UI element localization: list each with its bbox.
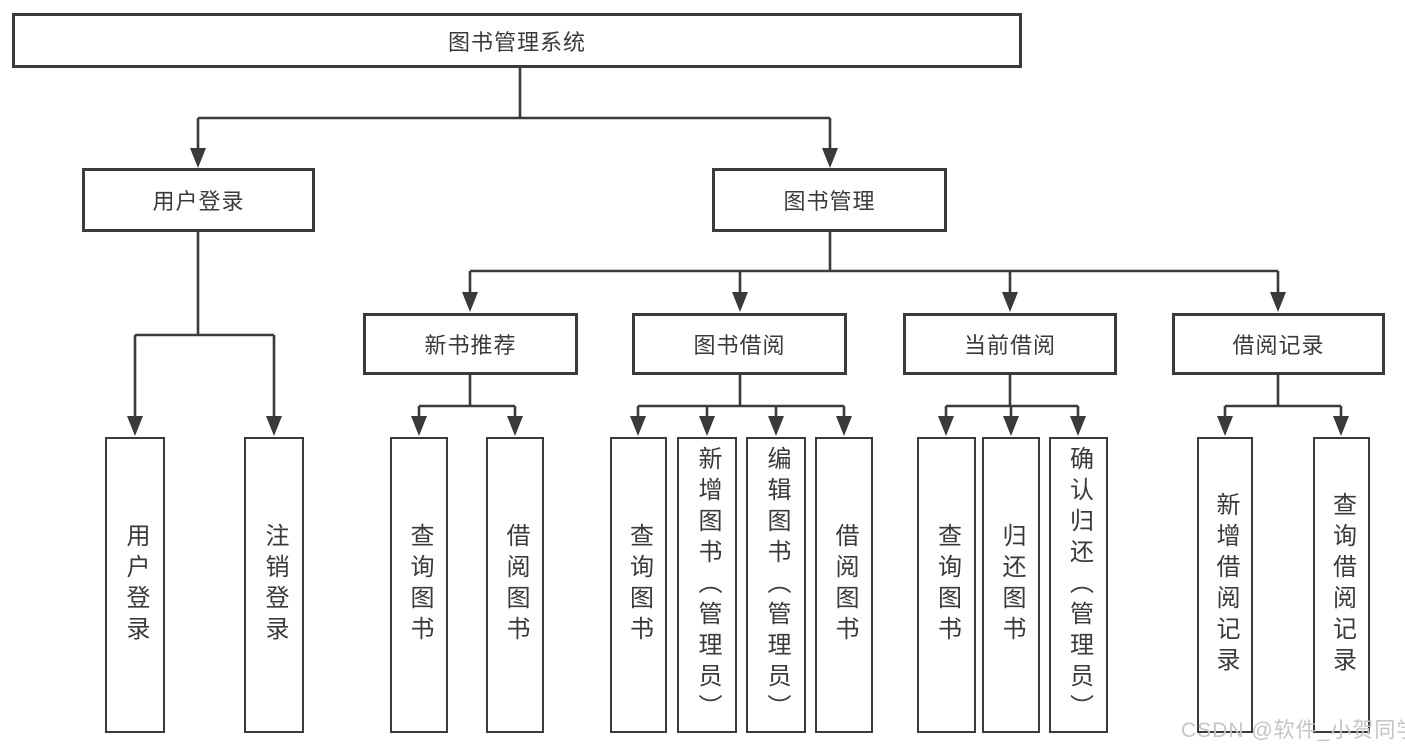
arrowhead: [1003, 416, 1019, 436]
node-label: 用户登录: [122, 523, 149, 647]
node-br-query-record: 查询借阅记录: [1313, 437, 1370, 733]
node-label: 查询图书: [933, 523, 961, 647]
arrowhead: [127, 416, 143, 436]
node-label: 查询借阅记录: [1328, 492, 1356, 678]
node-label: 借阅图书: [831, 523, 858, 647]
node-bb-edit-books-admin: 编辑图书（管理员）: [746, 437, 806, 733]
arrowhead: [1333, 416, 1349, 436]
node-logout-leaf: 注销登录: [244, 437, 304, 733]
node-bb-query-books: 查询图书: [610, 437, 667, 733]
node-label: 图书管理: [783, 189, 876, 214]
node-nb-query-books: 查询图书: [390, 437, 448, 733]
arrowhead: [1270, 292, 1286, 312]
node-label: 借阅记录: [1232, 333, 1325, 358]
node-label: 新增借阅记录: [1212, 492, 1239, 678]
node-br-add-record: 新增借阅记录: [1197, 437, 1253, 733]
arrowhead: [266, 416, 282, 436]
arrowhead: [1217, 416, 1233, 436]
arrowhead: [630, 416, 646, 436]
node-label: 查询图书: [625, 523, 653, 647]
arrowhead: [699, 416, 715, 436]
node-label: 用户登录: [152, 189, 245, 214]
arrowhead: [411, 416, 427, 436]
node-label: 借阅图书: [502, 523, 529, 647]
arrowhead: [507, 416, 523, 436]
node-borrow-records: 借阅记录: [1172, 313, 1385, 375]
arrowhead: [1070, 416, 1086, 436]
node-cb-return-books: 归还图书: [982, 437, 1040, 733]
node-label: 注销登录: [261, 523, 288, 647]
arrowhead: [1002, 292, 1018, 312]
node-bb-add-books-admin: 新增图书（管理员）: [677, 437, 737, 733]
arrowhead: [836, 416, 852, 436]
node-label: 查询图书: [406, 523, 433, 647]
node-book-management: 图书管理: [712, 168, 947, 232]
node-cb-query-books: 查询图书: [917, 437, 976, 733]
node-label: 编辑图书（管理员）: [763, 445, 790, 725]
arrowhead: [190, 148, 206, 168]
connector-current-borrowing-group: [944, 375, 1080, 418]
node-cb-confirm-return-admin: 确认归还（管理员）: [1049, 437, 1108, 733]
arrowhead: [768, 416, 784, 436]
node-label: 归还图书: [998, 523, 1025, 647]
node-book-borrowing: 图书借阅: [632, 313, 847, 375]
arrowhead: [938, 416, 954, 436]
node-user-login-leaf: 用户登录: [105, 437, 165, 733]
connector-book-management-group: [468, 232, 1280, 294]
node-library-management-system: 图书管理系统: [12, 13, 1022, 68]
node-user-login: 用户登录: [82, 168, 315, 232]
node-label: 确认归还（管理员）: [1065, 445, 1093, 725]
connector-book-borrowing-group: [636, 375, 846, 418]
node-label: 新书推荐: [424, 333, 517, 358]
node-label: 当前借阅: [963, 333, 1056, 358]
connector-user-login-group: [133, 232, 276, 418]
node-bb-borrow-books: 借阅图书: [815, 437, 873, 733]
node-label: 图书借阅: [693, 333, 786, 358]
connector-root: [196, 68, 832, 150]
node-label: 图书管理系统: [447, 29, 586, 55]
connector-new-book-recommend-group: [417, 375, 517, 418]
node-label: 新增图书（管理员）: [694, 445, 721, 725]
connector-borrow-records-group: [1223, 375, 1343, 418]
csdn-watermark: CSDN @软件_小贺同学: [1181, 719, 1405, 742]
arrowhead: [732, 292, 748, 312]
arrowhead: [462, 292, 478, 312]
arrowhead: [822, 148, 838, 168]
node-current-borrowing: 当前借阅: [903, 313, 1117, 375]
node-nb-borrow-books: 借阅图书: [486, 437, 544, 733]
arrowheads: [127, 148, 1349, 436]
node-new-book-recommend: 新书推荐: [363, 313, 578, 375]
